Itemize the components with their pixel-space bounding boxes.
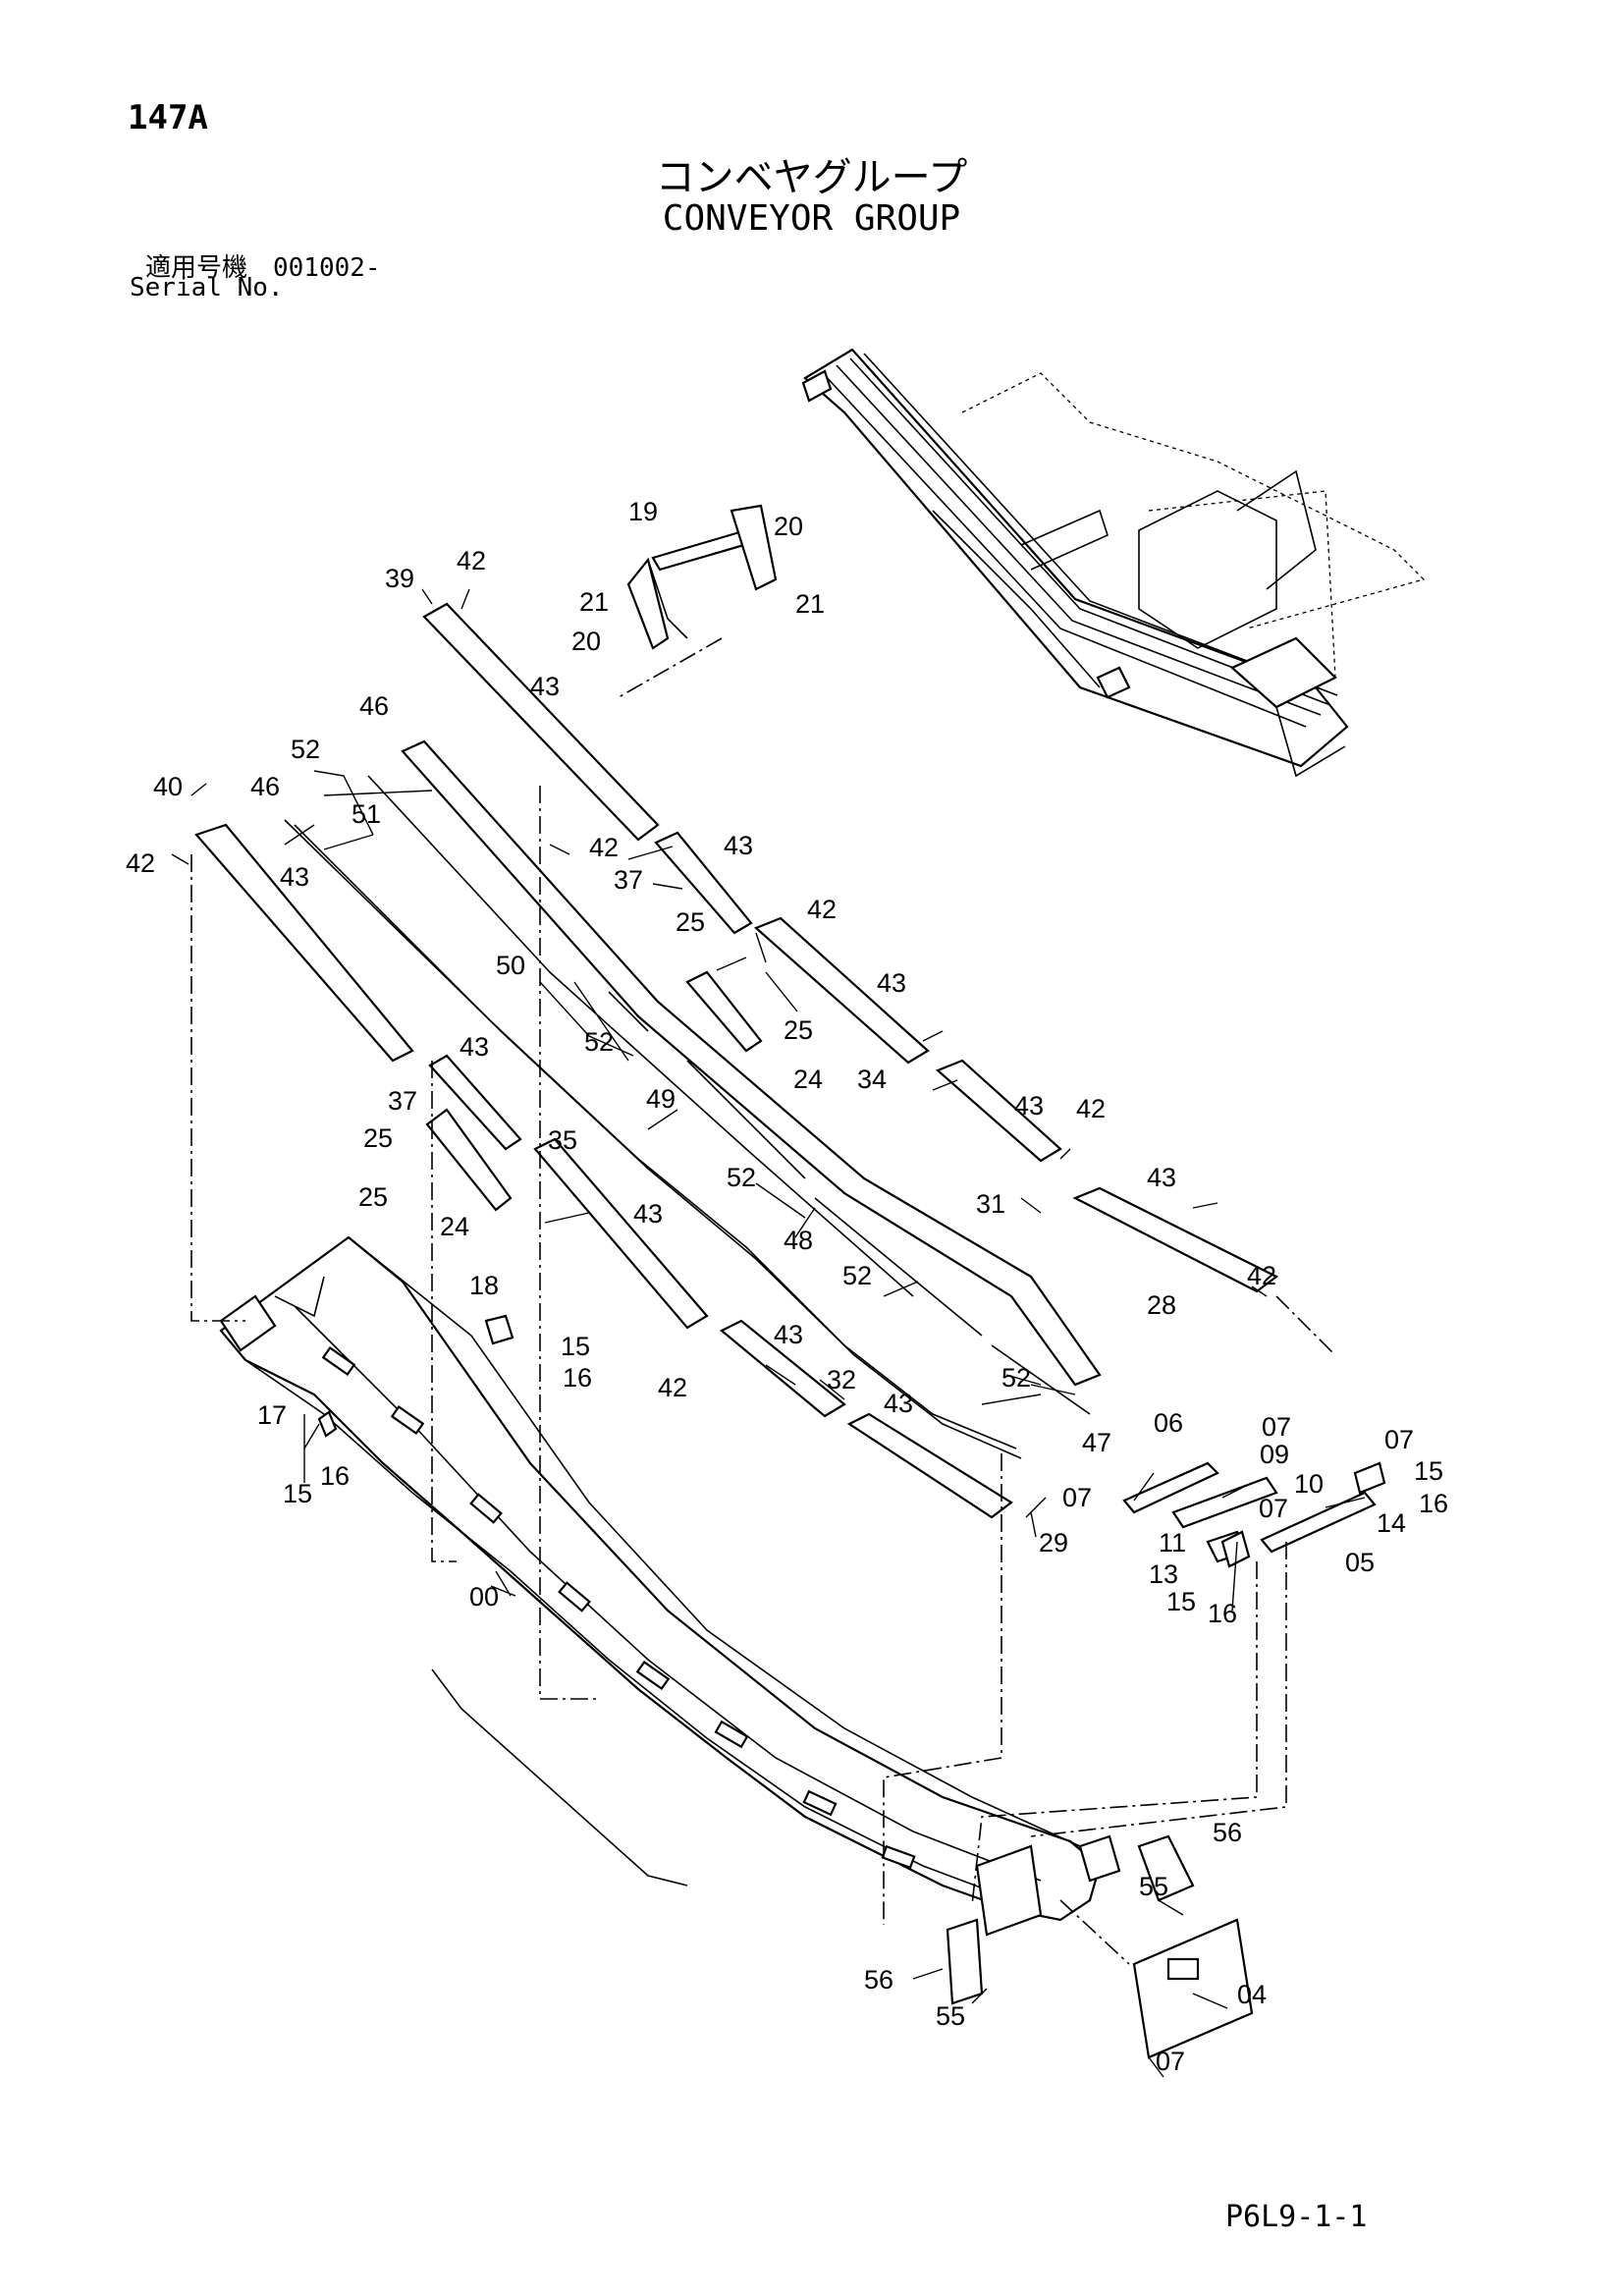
callout-52-c: 52 bbox=[727, 1163, 756, 1192]
callout-43-b: 43 bbox=[280, 862, 309, 892]
callout-43-h: 43 bbox=[633, 1199, 663, 1229]
callout-55-b: 55 bbox=[936, 2001, 965, 2031]
callout-07-a: 07 bbox=[1262, 1412, 1291, 1442]
leader-lines bbox=[171, 588, 1366, 2078]
callout-05: 05 bbox=[1345, 1548, 1375, 1577]
callout-42-d: 42 bbox=[807, 895, 837, 924]
callout-24-b: 24 bbox=[440, 1212, 469, 1241]
callout-13: 13 bbox=[1149, 1559, 1178, 1589]
callout-42-f: 42 bbox=[1247, 1261, 1276, 1290]
callout-14: 14 bbox=[1377, 1508, 1406, 1538]
callout-32: 32 bbox=[827, 1365, 856, 1394]
callout-17: 17 bbox=[257, 1400, 287, 1430]
callout-49: 49 bbox=[646, 1084, 676, 1114]
callout-24-a: 24 bbox=[793, 1065, 823, 1094]
callout-16-a: 16 bbox=[563, 1363, 592, 1393]
callout-07-d: 07 bbox=[1384, 1425, 1414, 1454]
callout-42-b: 42 bbox=[126, 848, 155, 878]
callout-07-c: 07 bbox=[1259, 1494, 1288, 1523]
assembly-guide-lines bbox=[190, 637, 1336, 1965]
callout-52-a: 52 bbox=[291, 735, 320, 764]
skirt-pieces bbox=[194, 602, 1279, 1519]
callout-43-i: 43 bbox=[774, 1320, 803, 1349]
callout-43-j: 43 bbox=[884, 1389, 913, 1418]
callout-06: 06 bbox=[1154, 1408, 1183, 1438]
callout-43-a: 43 bbox=[530, 672, 560, 701]
callout-18: 18 bbox=[469, 1271, 499, 1300]
support-frame bbox=[626, 504, 778, 650]
callout-16-b: 16 bbox=[320, 1461, 350, 1491]
callout-15-c: 15 bbox=[1166, 1587, 1196, 1616]
callout-25-d: 25 bbox=[358, 1182, 388, 1212]
callout-04: 04 bbox=[1237, 1980, 1267, 2009]
frame-assembly bbox=[219, 1235, 1121, 1937]
callout-21-a: 21 bbox=[579, 587, 609, 617]
callout-20-b: 20 bbox=[571, 627, 601, 656]
callout-52-b: 52 bbox=[584, 1027, 614, 1057]
callout-43-g: 43 bbox=[460, 1032, 489, 1062]
callout-46-a: 46 bbox=[359, 691, 389, 721]
callout-56-a: 56 bbox=[1213, 1818, 1242, 1847]
callout-07-b: 07 bbox=[1062, 1483, 1092, 1512]
callout-25-a: 25 bbox=[676, 907, 705, 937]
title-japanese: コンベヤグループ bbox=[655, 155, 968, 200]
callout-46-b: 46 bbox=[250, 772, 280, 801]
callout-31: 31 bbox=[976, 1189, 1005, 1219]
callout-43-c: 43 bbox=[724, 831, 753, 860]
callout-42-a: 42 bbox=[457, 546, 486, 575]
callout-37-b: 37 bbox=[388, 1086, 417, 1116]
callout-11: 11 bbox=[1159, 1528, 1186, 1558]
callout-09: 09 bbox=[1260, 1440, 1289, 1469]
serial-label-english: Serial No. bbox=[130, 273, 284, 302]
callout-47: 47 bbox=[1082, 1428, 1111, 1457]
callout-56-b: 56 bbox=[864, 1965, 893, 1995]
callout-29: 29 bbox=[1039, 1528, 1068, 1558]
callout-07-e: 07 bbox=[1156, 2047, 1185, 2076]
callout-42-g: 42 bbox=[658, 1373, 687, 1402]
callout-20-a: 20 bbox=[774, 512, 803, 541]
callout-42-e: 42 bbox=[1076, 1094, 1106, 1123]
callout-50: 50 bbox=[496, 951, 525, 980]
conveyor-overview-sketch bbox=[801, 348, 1426, 778]
callout-37-a: 37 bbox=[614, 865, 643, 895]
callout-43-d: 43 bbox=[877, 968, 906, 998]
callout-52-d: 52 bbox=[842, 1261, 872, 1290]
callout-55-a: 55 bbox=[1139, 1872, 1168, 1901]
callout-00: 00 bbox=[469, 1582, 499, 1612]
callout-43-f: 43 bbox=[1147, 1163, 1176, 1192]
callout-25-b: 25 bbox=[784, 1015, 813, 1045]
right-bracket-parts bbox=[946, 1461, 1386, 2059]
callout-43-e: 43 bbox=[1014, 1091, 1044, 1121]
callout-25-c: 25 bbox=[363, 1123, 393, 1153]
callout-15-d: 15 bbox=[1414, 1456, 1443, 1486]
callout-19: 19 bbox=[628, 497, 658, 526]
callout-15-a: 15 bbox=[561, 1332, 590, 1361]
callout-42-c: 42 bbox=[589, 833, 619, 862]
callout-35: 35 bbox=[548, 1125, 577, 1155]
page-code: P6L9-1-1 bbox=[1225, 2200, 1368, 2234]
callout-28: 28 bbox=[1147, 1290, 1176, 1320]
callout-16-d: 16 bbox=[1419, 1489, 1448, 1518]
callout-labels: 00 04 05 06 07 07 07 07 07 09 10 11 13 1… bbox=[126, 497, 1448, 2076]
serial-label-japanese: 適用号機 001002- bbox=[145, 253, 381, 283]
belt-rails bbox=[284, 739, 1102, 1459]
callout-16-c: 16 bbox=[1208, 1599, 1237, 1628]
callout-40: 40 bbox=[153, 772, 183, 801]
callout-15-b: 15 bbox=[283, 1479, 312, 1508]
page-number: 147A bbox=[128, 98, 208, 137]
callout-34: 34 bbox=[857, 1065, 887, 1094]
callout-10: 10 bbox=[1294, 1469, 1324, 1499]
title-english: CONVEYOR GROUP bbox=[662, 198, 961, 239]
callout-52-e: 52 bbox=[1001, 1363, 1031, 1393]
callout-21-b: 21 bbox=[795, 589, 825, 619]
callout-39: 39 bbox=[385, 564, 414, 593]
fastener-parts bbox=[317, 1314, 514, 1438]
callout-48: 48 bbox=[784, 1226, 813, 1255]
callout-51: 51 bbox=[352, 799, 381, 829]
